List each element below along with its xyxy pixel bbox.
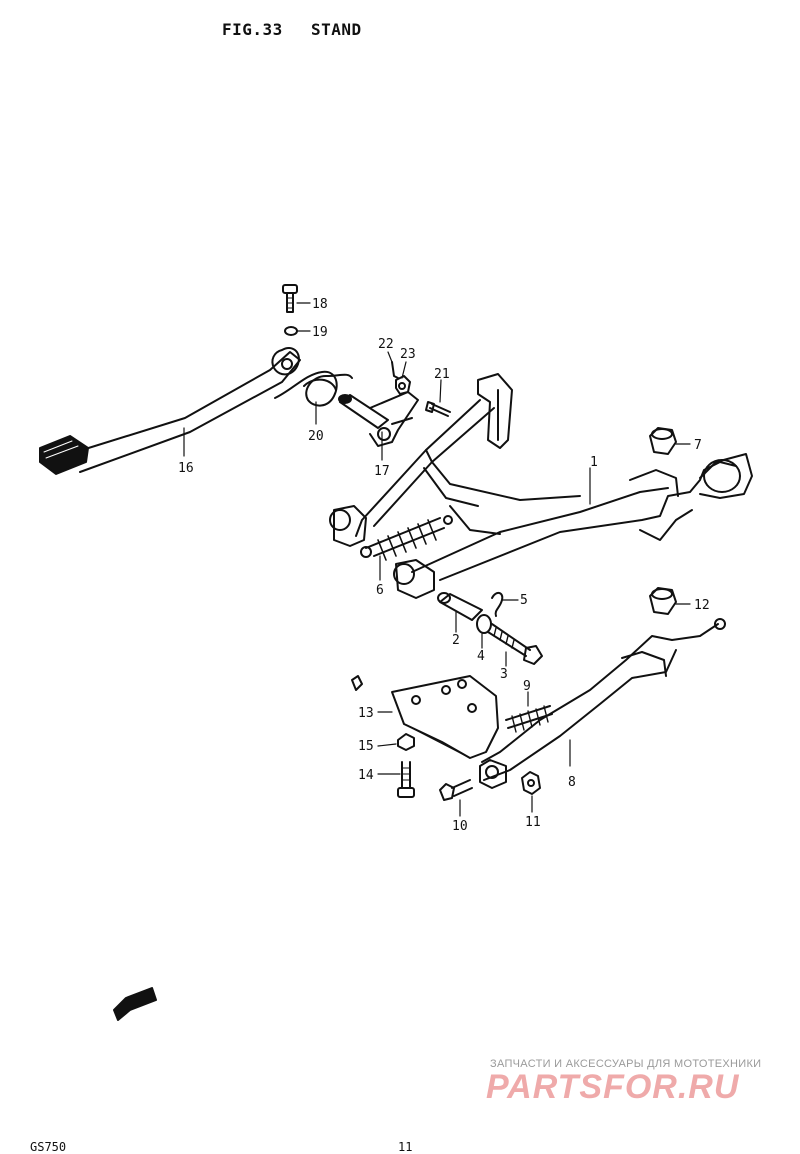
- main-stand-frame-part: [329, 373, 753, 599]
- pivot-washer-part: [476, 614, 492, 634]
- side-stand-cap-part: [649, 587, 677, 615]
- callout-19: 19: [312, 325, 328, 340]
- small-bolt-part: [425, 401, 451, 417]
- callout-5: 5: [520, 593, 528, 608]
- callout-8: 8: [568, 775, 576, 790]
- pedal-arm-part: [39, 346, 301, 475]
- side-stand-bolt-part: [439, 779, 473, 801]
- callout-2: 2: [452, 633, 460, 648]
- bracket-bolt-part: [397, 761, 415, 798]
- callout-15: 15: [358, 739, 374, 754]
- callout-1: 1: [590, 455, 598, 470]
- callout-3: 3: [500, 667, 508, 682]
- callout-13: 13: [358, 706, 374, 721]
- callout-10: 10: [452, 819, 468, 834]
- stand-spring-part: [360, 515, 453, 561]
- cotter-pin-part: [391, 361, 399, 379]
- rubber-cap-part: [649, 427, 677, 455]
- watermark-tagline: ЗАПЧАСТИ И АКСЕССУАРЫ ДЛЯ МОТОТЕХНИКИ: [490, 1058, 762, 1070]
- pivot-bolt-part: [487, 623, 543, 665]
- callout-22: 22: [378, 337, 394, 352]
- callout-21: 21: [434, 367, 450, 382]
- return-spring-part: [274, 370, 353, 407]
- callout-9: 9: [523, 679, 531, 694]
- stand-cotter-pin-part: [491, 592, 504, 617]
- footer-page-number: 11: [398, 1140, 413, 1154]
- callout-18: 18: [312, 297, 328, 312]
- callout-12: 12: [694, 598, 710, 613]
- side-stand-part: [479, 618, 726, 789]
- figure-number: FIG.33: [222, 20, 283, 39]
- callout-17: 17: [374, 464, 390, 479]
- callout-14: 14: [358, 768, 374, 783]
- watermark-logo: PARTSFOR.RU: [486, 1068, 740, 1106]
- callout-4: 4: [477, 649, 485, 664]
- pivot-shaft-part: [338, 391, 419, 447]
- side-stand-spring-part: [505, 705, 553, 733]
- fwd-arrow-icon: [113, 987, 157, 1021]
- callout-20: 20: [308, 429, 324, 444]
- figure-name: STAND: [310, 20, 362, 39]
- callout-16: 16: [178, 461, 194, 476]
- callout-11: 11: [525, 815, 541, 830]
- bracket-nut-part: [397, 733, 415, 751]
- callout-7: 7: [694, 438, 702, 453]
- callout-23: 23: [400, 347, 416, 362]
- leader-lines: [183, 302, 691, 817]
- bushing-part: [437, 592, 483, 621]
- footer-model: GS750: [30, 1140, 67, 1154]
- figure-title: FIG.33 STAND: [222, 20, 380, 39]
- mounting-bracket-part: [391, 675, 499, 759]
- washer-part: [284, 326, 298, 336]
- nut-part: [395, 375, 411, 395]
- side-stand-nut-part: [521, 771, 541, 795]
- small-clip-part: [351, 675, 363, 691]
- bolt-part: [282, 284, 298, 313]
- callout-6: 6: [376, 583, 384, 598]
